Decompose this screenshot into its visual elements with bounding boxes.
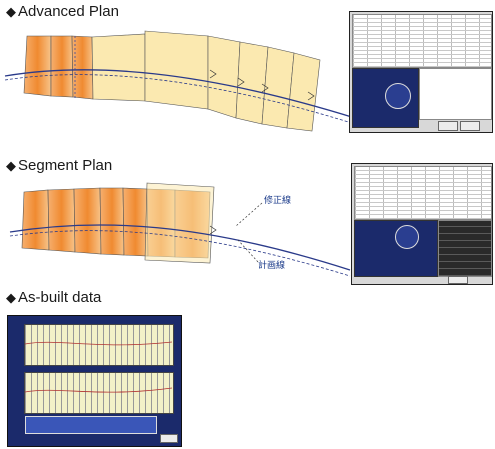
ring-segment xyxy=(122,187,149,257)
advanced-plan-window xyxy=(349,11,493,133)
planned-line xyxy=(4,69,356,119)
profile-view xyxy=(419,68,492,120)
segment-plan-window xyxy=(351,163,493,285)
asbuilt-curves xyxy=(24,341,173,393)
trend-curve xyxy=(24,341,173,346)
advanced-plan-title: Advanced Plan xyxy=(18,3,119,20)
ring-segment xyxy=(47,188,76,253)
arrow-marker xyxy=(237,77,245,87)
ok-button[interactable] xyxy=(448,276,468,284)
corrected-line-label: 修正線 xyxy=(264,196,292,206)
diamond-bullet-icon: ◆ xyxy=(6,4,16,19)
close-button[interactable] xyxy=(160,434,178,443)
cancel-button[interactable] xyxy=(460,121,480,131)
arrow-marker xyxy=(209,225,217,235)
outer-envelope xyxy=(144,182,215,264)
diamond-bullet-icon: ◆ xyxy=(6,290,16,305)
asbuilt-heading: ◆As-built data xyxy=(6,289,101,306)
arrow-marker xyxy=(261,83,269,93)
advanced-plan-heading: ◆Advanced Plan xyxy=(6,3,119,20)
ok-button[interactable] xyxy=(438,121,458,131)
planned-line-label: 計画線 xyxy=(258,261,286,271)
data-table xyxy=(354,166,492,220)
asbuilt-window xyxy=(7,315,182,447)
ring-gauge xyxy=(385,83,411,109)
ring-segment xyxy=(21,189,50,251)
lower-plot xyxy=(24,372,174,414)
segment-plan-title: Segment Plan xyxy=(18,157,113,174)
param-panel xyxy=(354,220,438,277)
param-panel xyxy=(352,68,419,128)
ring-segment xyxy=(73,187,102,255)
diamond-bullet-icon: ◆ xyxy=(6,158,16,173)
ring-segment xyxy=(99,187,125,256)
upper-plot xyxy=(24,324,174,366)
ring-gauge xyxy=(395,225,419,249)
trend-curve xyxy=(24,387,173,393)
corrected-line xyxy=(9,230,351,277)
callout-leader xyxy=(235,202,263,227)
callout-leader xyxy=(237,239,259,263)
data-table xyxy=(352,14,492,68)
legend-panel xyxy=(25,416,157,434)
corrected-line xyxy=(4,74,356,125)
segment-plan-heading: ◆Segment Plan xyxy=(6,157,112,174)
planned-line xyxy=(9,224,351,271)
arrow-marker xyxy=(209,69,217,79)
arrow-marker xyxy=(307,91,315,101)
asbuilt-title: As-built data xyxy=(18,289,102,306)
trend-view xyxy=(438,220,492,277)
